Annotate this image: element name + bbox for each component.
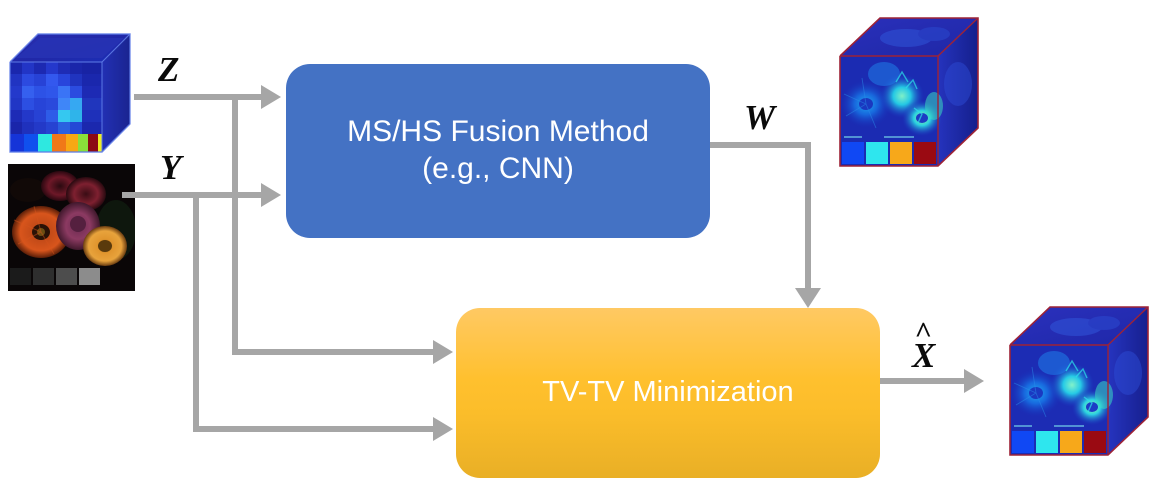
ms-hs-fusion-block-label: MS/HS Fusion Method (e.g., CNN) bbox=[347, 115, 649, 185]
edge-w-down-to-tvtv bbox=[805, 142, 811, 290]
edge-z-to-fusion bbox=[134, 94, 262, 100]
edge-y-to-tvtv bbox=[193, 426, 434, 432]
signal-label-x-hat-text: X bbox=[912, 336, 936, 375]
arrowhead-w-to-tvtv bbox=[795, 288, 821, 308]
edge-y-to-fusion bbox=[122, 192, 262, 198]
edge-fusion-to-w-corner bbox=[710, 142, 811, 148]
signal-label-y-text: Y bbox=[160, 148, 182, 187]
signal-label-w-text: W bbox=[744, 98, 776, 137]
tv-tv-minimization-block[interactable]: TV-TV Minimization bbox=[456, 308, 880, 478]
arrowhead-z-to-tvtv bbox=[433, 340, 453, 364]
signal-label-w: W bbox=[744, 98, 775, 138]
edge-tvtv-to-xhat bbox=[880, 378, 974, 384]
fusion-output-cube-w bbox=[818, 8, 986, 176]
edge-z-branch-down bbox=[232, 97, 238, 352]
edge-z-to-tvtv bbox=[232, 349, 434, 355]
input-hyperspectral-cube-z bbox=[6, 16, 134, 156]
signal-label-z: Z bbox=[158, 50, 179, 90]
signal-label-x-hat: ^ X bbox=[912, 316, 936, 376]
arrowhead-y-to-fusion bbox=[261, 183, 281, 207]
tv-tv-minimization-block-label: TV-TV Minimization bbox=[542, 376, 794, 409]
circumflex-accent-icon: ^ bbox=[914, 316, 933, 349]
edge-y-branch-down bbox=[193, 192, 199, 429]
arrowhead-tvtv-to-xhat bbox=[964, 369, 984, 393]
final-output-cube-x-hat bbox=[990, 295, 1156, 467]
input-multispectral-image-y bbox=[8, 164, 135, 291]
signal-label-y: Y bbox=[160, 148, 181, 188]
ms-hs-fusion-block[interactable]: MS/HS Fusion Method (e.g., CNN) bbox=[286, 64, 710, 238]
signal-label-z-text: Z bbox=[158, 50, 180, 89]
arrowhead-y-to-tvtv bbox=[433, 417, 453, 441]
arrowhead-z-to-fusion bbox=[261, 85, 281, 109]
